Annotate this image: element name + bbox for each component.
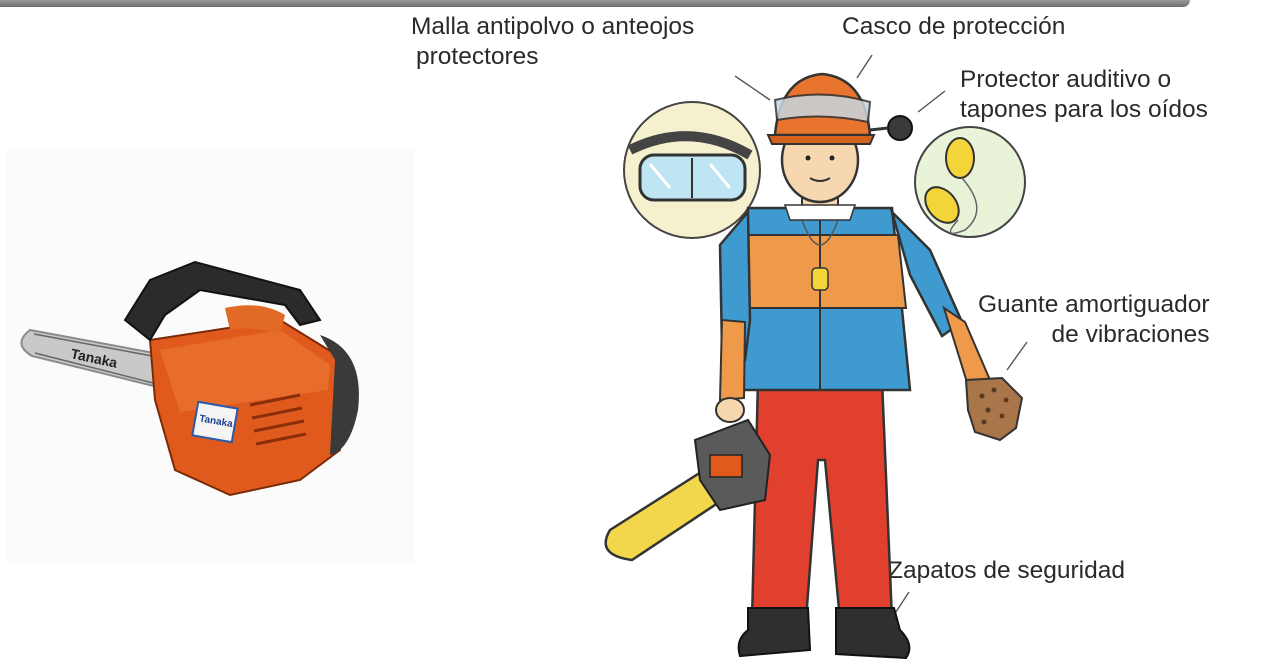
label-ear-protector: Protector auditivo o tapones para los oí… <box>960 65 1208 125</box>
leader-glove <box>1006 341 1028 371</box>
label-helmet: Casco de protección <box>842 13 1066 40</box>
body-logo-plate <box>191 400 239 444</box>
top-handle <box>123 260 322 342</box>
chainsaw-photo: Tanaka Tanaka <box>6 150 414 562</box>
label-goggles: Malla antipolvo o anteojos protectores <box>411 12 694 72</box>
right-boot <box>835 607 911 660</box>
leader-helmet <box>856 54 873 79</box>
label-glove-line2: de vibraciones <box>1051 321 1210 348</box>
chain-guide-bar <box>20 328 172 392</box>
worker-illustration <box>604 72 1026 660</box>
leader-ear <box>917 90 946 113</box>
label-shoes: Zapatos de seguridad <box>888 557 1125 584</box>
visor-goggles <box>773 93 872 124</box>
label-ear-line2: tapones para los oídos <box>960 96 1208 123</box>
label-glove: Guante amortiguador de vibraciones <box>978 290 1210 350</box>
left-hand <box>715 397 745 423</box>
goggles-inset <box>623 101 761 239</box>
earplugs-inset <box>914 126 1026 238</box>
ear-muff-icon <box>887 115 913 141</box>
rear-cap <box>320 335 359 455</box>
label-glove-line1: Guante amortiguador <box>978 291 1210 318</box>
glove-icon <box>964 376 1024 442</box>
whistle-icon <box>811 267 829 291</box>
pants <box>750 378 894 622</box>
top-rule <box>0 0 1190 7</box>
label-goggles-line1: Malla antipolvo o anteojos <box>411 13 695 40</box>
label-goggles-line2: protectores <box>416 43 539 70</box>
left-boot <box>737 607 812 658</box>
earplug-icon-2 <box>924 186 960 224</box>
label-ear-line1: Protector auditivo o <box>960 66 1172 93</box>
earplug-icon <box>945 137 975 179</box>
leader-goggles <box>734 75 771 101</box>
